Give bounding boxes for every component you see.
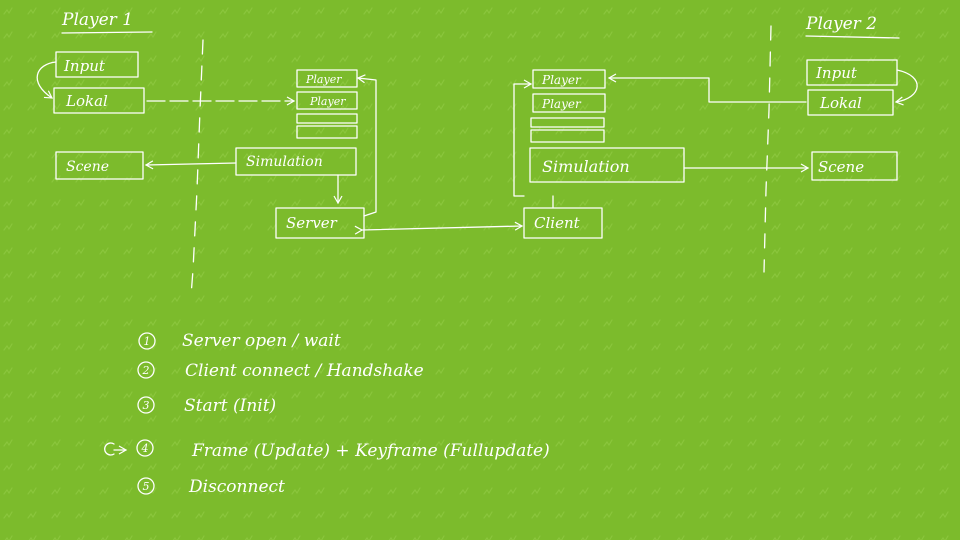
step-2-circle <box>137 361 155 379</box>
player2-simulation-label: Simulation <box>542 157 630 176</box>
player1-divider-line <box>190 39 204 297</box>
player2-client-to-player-loop <box>513 79 533 197</box>
player2-input-box <box>806 59 898 86</box>
step-3-text: Start (Init) <box>184 396 276 416</box>
step-2-text: Client connect / Handshake <box>185 361 424 381</box>
player1-title: Player 1 <box>61 10 133 30</box>
player1-simulation-label: Simulation <box>246 154 323 170</box>
player2-slot-box-2 <box>530 129 605 143</box>
player1-scene-box <box>55 151 144 180</box>
player2-player-b-box <box>532 93 606 113</box>
player2-title: Player 2 <box>805 14 877 34</box>
server-client-connection-arrow <box>354 221 524 235</box>
step-4-text: Frame (Update) + Keyframe (Fullupdate) <box>191 441 550 461</box>
player1-player-b-box <box>296 91 358 110</box>
player1-input-label: Input <box>63 57 106 75</box>
player2-player-b-label: Player <box>541 97 582 111</box>
step-4-number: 4 <box>141 442 149 455</box>
player2-lokal-box <box>807 89 894 116</box>
player2-lokal-to-player-arrow <box>607 73 807 103</box>
player1-server-label: Server <box>286 214 338 232</box>
player1-title-underline <box>61 31 153 34</box>
step-3-number: 3 <box>143 399 150 412</box>
player1-input-loop-arrow <box>36 61 57 99</box>
step-2-number: 2 <box>142 364 150 377</box>
player2-title-underline <box>805 35 900 39</box>
player1-input-box <box>55 51 139 78</box>
player2-client-box <box>523 207 603 239</box>
step-5-text: Disconnect <box>188 477 285 497</box>
player2-lokal-label: Lokal <box>819 94 862 112</box>
step-5-number: 5 <box>143 480 150 493</box>
step-4-loop-icon <box>104 443 126 455</box>
player1-slot-box-1 <box>296 113 358 124</box>
player1-server-to-player-loop <box>356 74 377 217</box>
player2-input-label: Input <box>815 64 858 82</box>
step-1-number: 1 <box>144 335 151 348</box>
player1-lokal-label: Lokal <box>65 92 108 110</box>
step-1-text: Server open / wait <box>182 331 341 351</box>
player2-client-label: Client <box>534 214 581 232</box>
player2-scene-label: Scene <box>818 158 864 176</box>
player1-slot-box-2 <box>296 125 358 139</box>
player2-simulation-box <box>529 147 685 183</box>
player1-player-a-label: Player <box>305 73 342 86</box>
player2-scene-box <box>811 151 898 181</box>
player2-slot-box-1 <box>530 117 605 128</box>
player1-simulation-to-scene-arrow <box>144 160 237 170</box>
player1-player-b-label: Player <box>309 95 346 108</box>
player1-scene-label: Scene <box>66 159 109 175</box>
step-1-circle <box>138 332 156 350</box>
step-5-circle <box>137 477 155 495</box>
step-4-circle <box>136 439 154 457</box>
player1-lokal-box <box>53 87 145 114</box>
player2-player-a-box <box>532 69 606 89</box>
step-3-circle <box>137 396 155 414</box>
player2-player-a-label: Player <box>541 73 582 87</box>
player1-simulation-box <box>235 147 357 176</box>
player2-input-loop-arrow <box>894 69 918 106</box>
